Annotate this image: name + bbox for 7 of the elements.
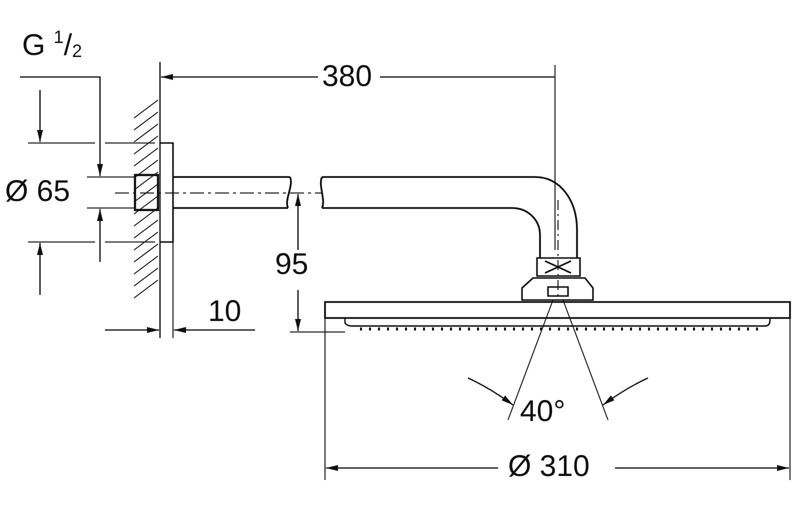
dimension-label: 40°	[520, 397, 566, 427]
dimension-label: G $^{1}$/$_{2}$	[22, 28, 82, 61]
dimension-label: 380	[322, 62, 372, 92]
dimension-label: 95	[275, 250, 308, 280]
dimension-label: 10	[208, 297, 242, 327]
dimension-label: Ø 310	[508, 452, 590, 482]
dimension-label: Ø 65	[5, 177, 70, 207]
